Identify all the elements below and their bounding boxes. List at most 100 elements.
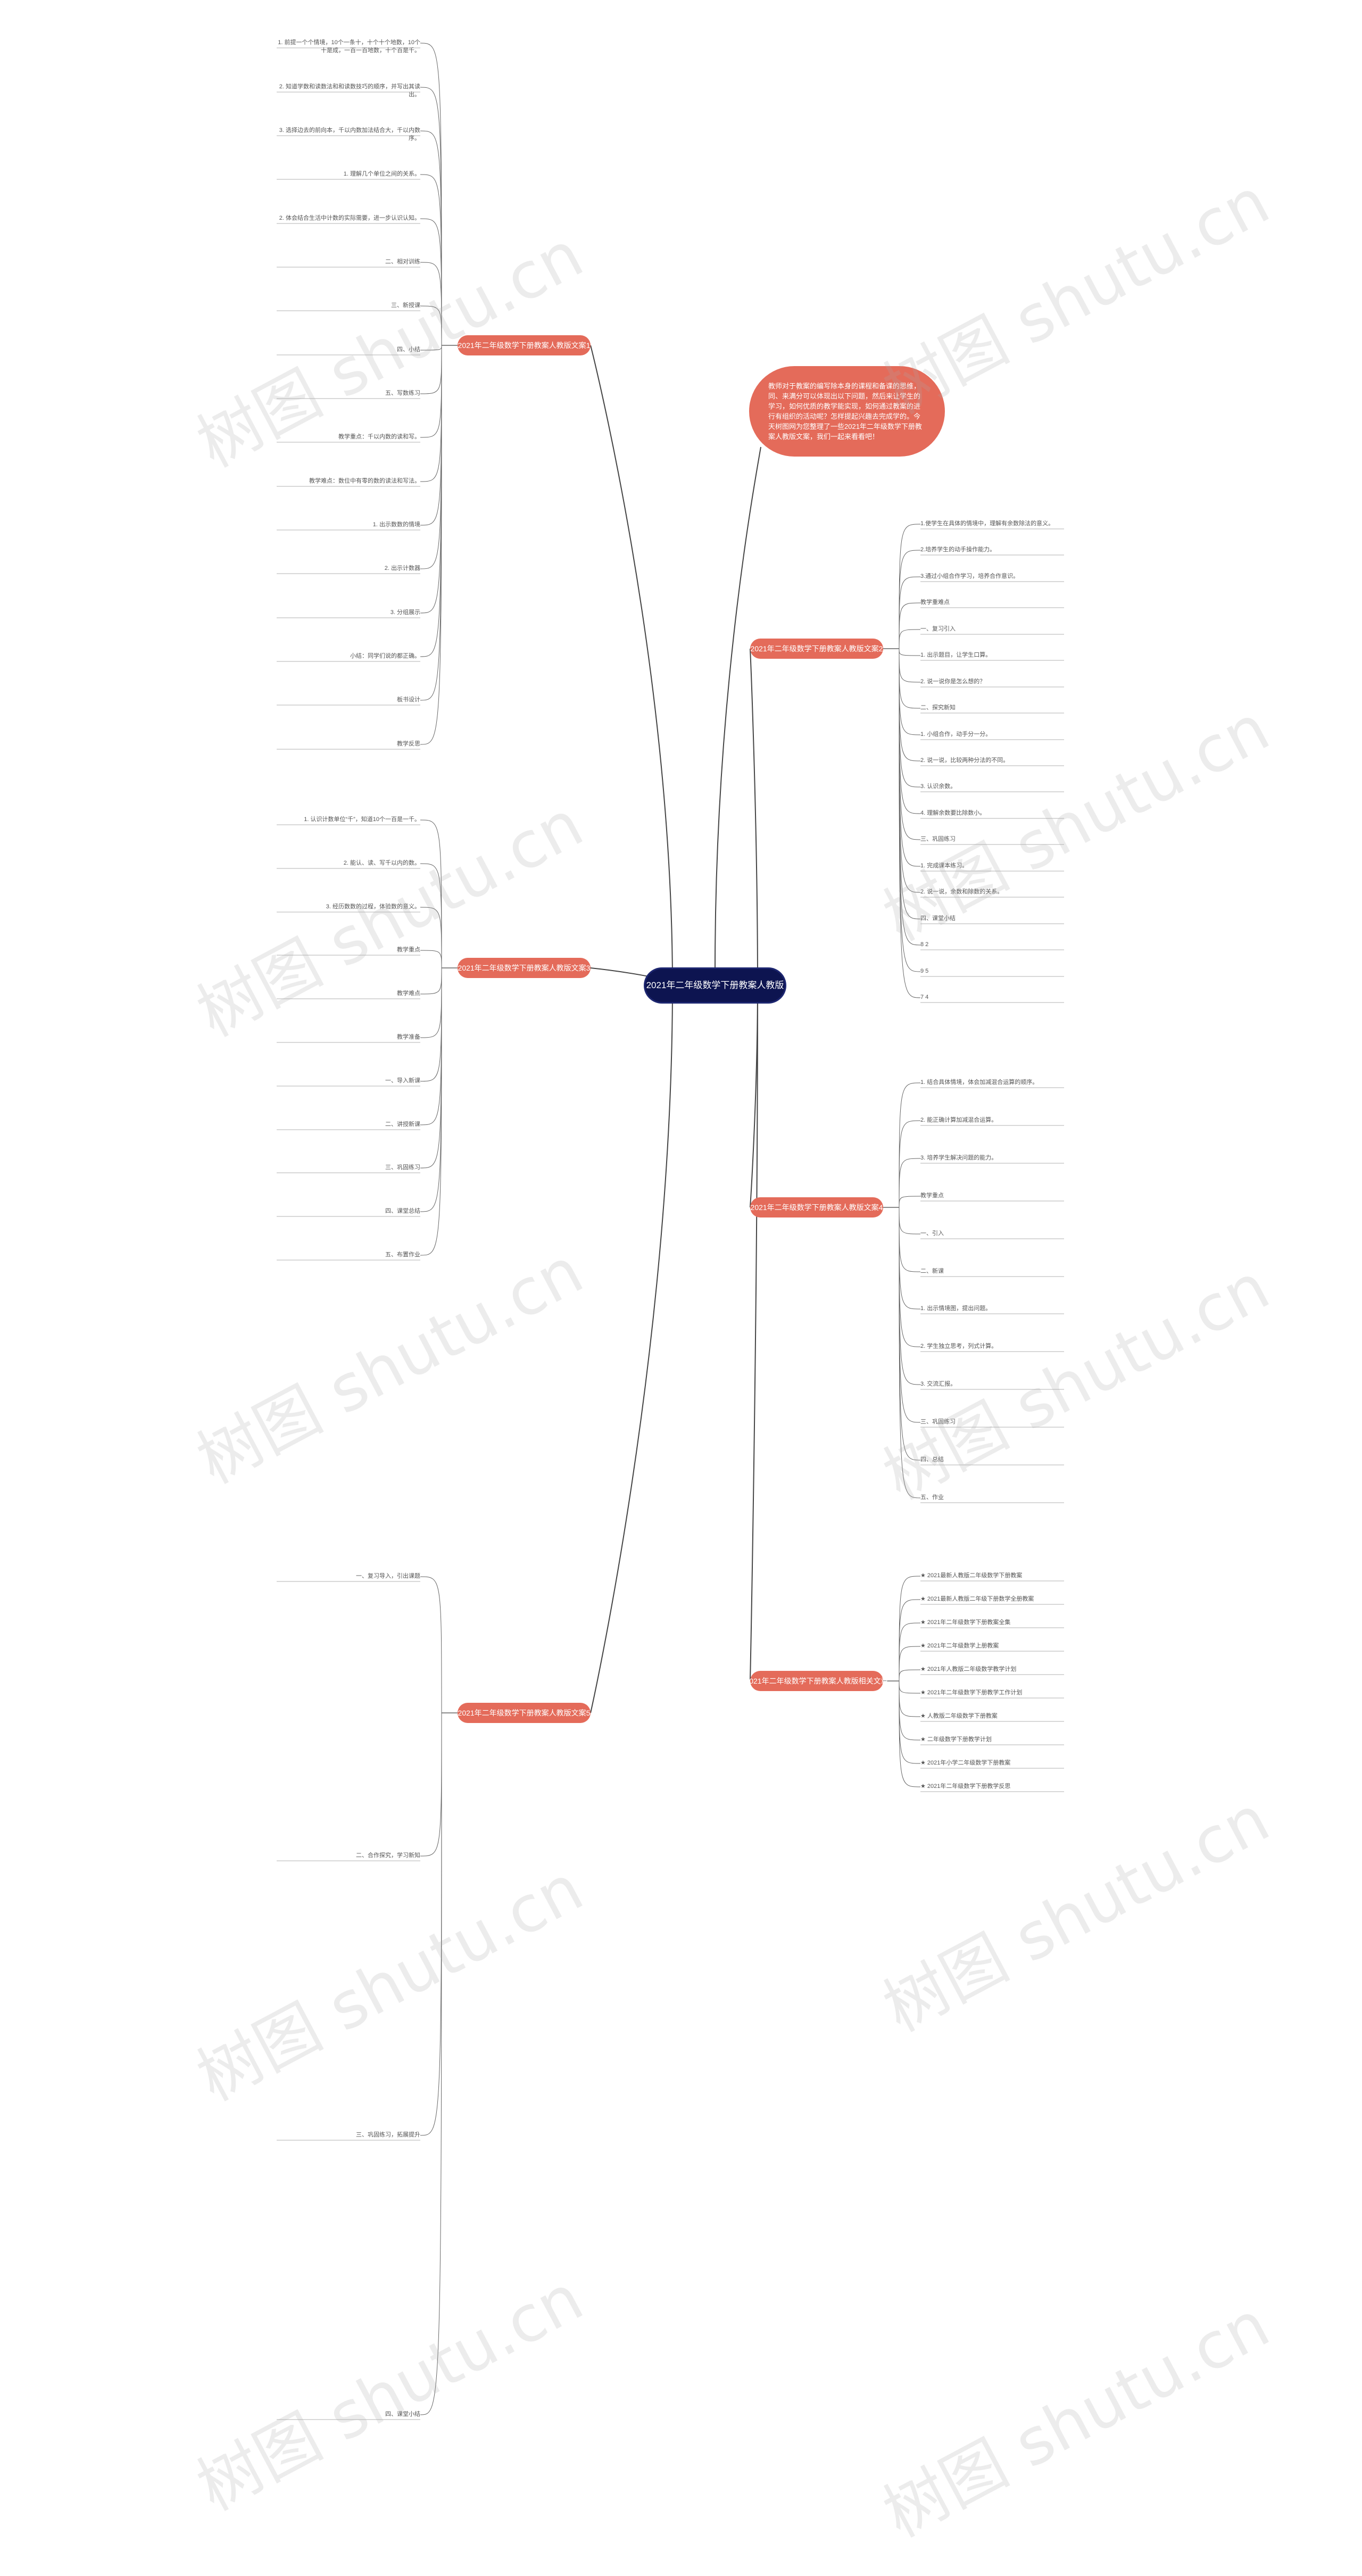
connector-line — [750, 648, 758, 986]
leaf-node: 2. 体会结合生活中计数的实际需要，进一步认识认知。 — [279, 215, 420, 221]
connector-line — [750, 985, 758, 1682]
connector-line — [899, 1158, 921, 1208]
connector-line — [899, 1680, 921, 1717]
connector-line — [420, 967, 442, 1082]
connector-line — [420, 345, 442, 438]
branch-node-1[interactable]: 2021年二年级数学下册教案人教版文案1 — [458, 335, 591, 355]
leaf-node: 7 4 — [920, 994, 929, 1000]
connector-line — [899, 1207, 921, 1498]
connector-line — [899, 1680, 921, 1694]
leaf-node: 教学准备 — [397, 1034, 420, 1040]
leaf-node: 3.通过小组合作学习，培养合作意识。 — [920, 573, 1019, 579]
leaf-node: ★ 2021年二年级数学下册教案全集 — [920, 1619, 1011, 1626]
branch-node-5[interactable]: 2021年二年级数学下册教案人教版文案5 — [458, 1703, 591, 1723]
leaf-node: 二、讲授新课 — [385, 1121, 420, 1128]
leaf-node: 1. 理解几个单位之间的关系。 — [343, 171, 420, 177]
connector-line — [899, 1207, 921, 1272]
connector-line — [420, 345, 442, 526]
leaf-node: 五、布置作业 — [385, 1252, 420, 1258]
connector-line — [899, 648, 921, 656]
leaf-node: 四、小结 — [397, 346, 420, 353]
leaf-node: 教学难点：数位中有零的数的读法和写法。 — [309, 478, 420, 484]
connector-line — [899, 550, 921, 649]
root-node[interactable]: 2021年二年级数学下册教案人教版 — [645, 969, 785, 1002]
connector-line — [420, 345, 442, 351]
branch-node-2[interactable]: 2021年二年级数学下册教案人教版文案2 — [750, 639, 883, 659]
connector-line — [420, 967, 442, 1256]
branch-node-6[interactable]: 2021年二年级数学下册教案人教版相关文章 — [745, 1671, 888, 1691]
leaf-node: 教学重点 — [920, 1192, 944, 1199]
branch-node-3[interactable]: 2021年二年级数学下册教案人教版文案3 — [458, 958, 591, 978]
connector-line — [899, 1196, 921, 1208]
leaf-node: 二、合作探究，学习新知 — [356, 1852, 420, 1859]
branch-node-4[interactable]: 2021年二年级数学下册教案人教版文案4 — [750, 1197, 883, 1217]
leaf-node: 三、巩固练习 — [920, 1419, 956, 1425]
connector-line — [899, 1207, 921, 1235]
leaf-node: 三、新授课 — [391, 302, 420, 309]
connector-line — [420, 1712, 442, 2136]
connector-line — [420, 345, 442, 657]
connector-line — [420, 907, 442, 968]
leaf-node: 2. 能认、读、写千以内的数。 — [343, 860, 420, 866]
leaf-node: 四、课堂小结 — [920, 915, 956, 922]
leaf-node: ★ 2021年二年级数学下册教学工作计划 — [920, 1689, 1023, 1696]
leaf-node: ★ 2021最新人教版二年级数学下册教案 — [920, 1572, 1023, 1579]
connector-line — [899, 648, 921, 788]
connector-line — [899, 1082, 921, 1208]
leaf-node: 三、巩固练习 — [920, 836, 956, 842]
leaf-node: 8 2 — [920, 941, 929, 948]
leaf-node: ★ 二年级数学下册教学计划 — [920, 1736, 992, 1743]
leaf-node: 2. 说一说，余数和除数的关系。 — [920, 889, 1003, 895]
connector-line — [899, 1680, 921, 1741]
connector-line — [420, 345, 442, 614]
connector-line — [420, 1576, 442, 1713]
connector-line — [420, 967, 442, 1169]
leaf-node: ★ 2021年二年级数学下册教学反思 — [920, 1783, 1011, 1790]
connector-line — [420, 967, 442, 1038]
leaf-node: 板书设计 — [397, 697, 420, 703]
leaf-node: 四、总结 — [920, 1456, 944, 1463]
leaf-node: 教学难点 — [397, 990, 420, 997]
leaf-node: 1. 出示情境图，提出问题。 — [920, 1305, 992, 1312]
leaf-node: 3. 认识余数。 — [920, 783, 957, 790]
leaf-node: 一、复习导入，引出课题 — [356, 1573, 420, 1579]
leaf-node: ★ 2021年小学二年级数学下册教案 — [920, 1760, 1011, 1766]
leaf-node: 1. 结合具体情境，体会加减混合运算的顺序。 — [920, 1079, 1039, 1086]
branch-label: 2021年二年级数学下册教案人教版文案4 — [750, 1203, 883, 1212]
leaf-node: 2. 说一说，比较两种分法的不同。 — [920, 757, 1009, 764]
connector-line — [420, 1712, 442, 2415]
branch-label: 2021年二年级数学下册教案人教版文案2 — [750, 644, 883, 653]
leaf-node: 三、巩固练习，拓展提升 — [356, 2132, 420, 2138]
connector-line — [420, 130, 442, 346]
leaf-node: 2. 学生独立思考，列式计算。 — [920, 1343, 998, 1349]
connector-line — [899, 648, 921, 867]
leaf-node: 1. 完成课本练习。 — [920, 863, 968, 869]
connector-line — [420, 43, 442, 346]
leaf-node: 教学重点：千以内数的读和写。 — [338, 434, 420, 440]
connector-line — [420, 262, 442, 346]
connector-line — [420, 218, 442, 346]
connector-line — [899, 1669, 921, 1682]
connector-line — [899, 1207, 921, 1310]
connector-line — [899, 602, 921, 649]
connector-line — [420, 87, 442, 346]
intro-node: 教师对于教案的编写除本身的课程和备课的思维，同、来满分可以体现出以下问题，然后来… — [749, 366, 945, 457]
connector-line — [420, 863, 442, 968]
leaf-node: 2.培养学生的动手操作能力。 — [920, 546, 996, 553]
connector-line — [420, 305, 442, 346]
branch-label: 2021年二年级数学下册教案人教版文案1 — [458, 341, 591, 350]
leaf-node: 一、导入新课 — [385, 1078, 420, 1084]
connector-line — [899, 648, 921, 920]
connector-line — [899, 648, 921, 893]
leaf-node: ★ 人教版二年级数学下册教案 — [920, 1713, 998, 1719]
leaf-node: 教学重点 — [397, 947, 420, 953]
leaf-node: 教学重难点 — [920, 599, 950, 606]
leaf-node: 四、课堂总结 — [385, 1208, 420, 1214]
connector-line — [420, 967, 442, 1212]
leaf-node: 3. 经历数数的过程，体验数的意义。 — [326, 904, 420, 910]
connector-line — [899, 1207, 921, 1347]
connector-line — [420, 345, 442, 482]
connector-line — [420, 345, 442, 569]
connector-line — [899, 524, 921, 649]
branch-label: 2021年二年级数学下册教案人教版相关文章 — [745, 1677, 888, 1685]
